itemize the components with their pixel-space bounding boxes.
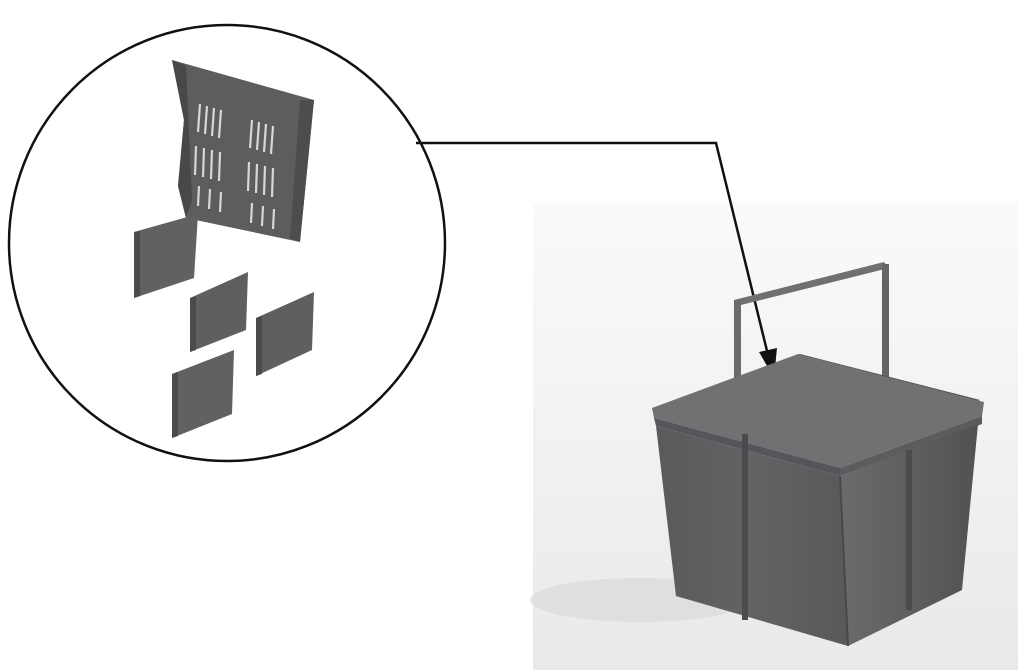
small-divider-4 — [172, 350, 234, 438]
small-divider-3 — [256, 292, 314, 376]
slotted-divider-panel — [172, 60, 314, 242]
small-divider-2 — [190, 272, 248, 352]
basket-handle — [734, 262, 889, 430]
zoom-detail-circle — [7, 23, 447, 463]
small-divider-1 — [134, 214, 198, 298]
cleaning-basket — [652, 262, 984, 647]
